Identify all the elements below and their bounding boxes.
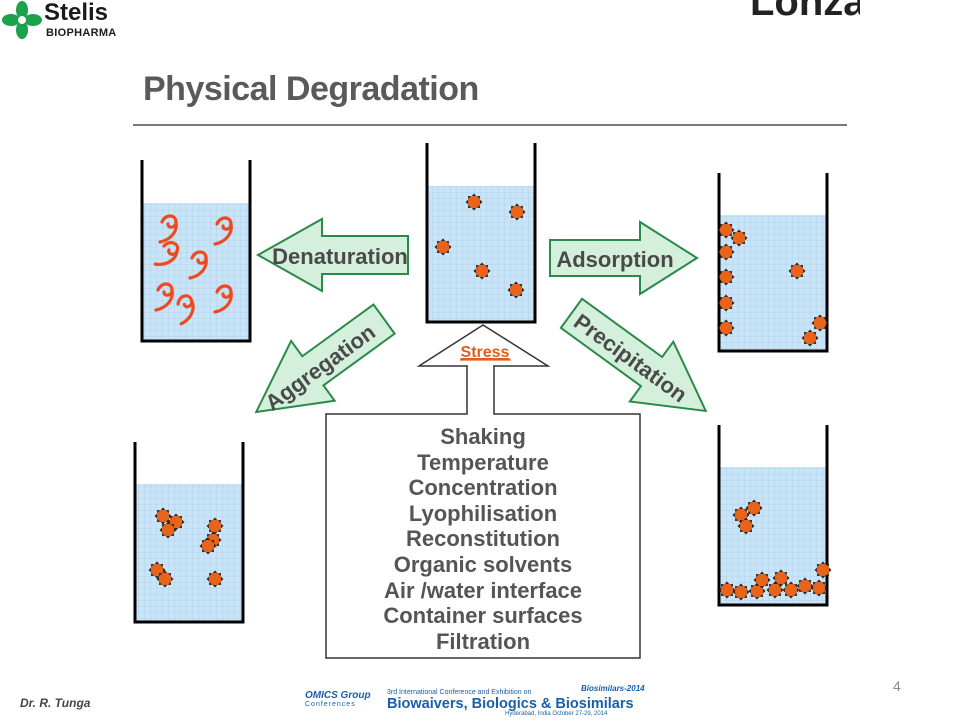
beaker-native [425,143,537,324]
stelis-leaf-icon [2,1,42,39]
watermark-text: Lonza [750,0,860,22]
title-divider [133,124,847,126]
beaker-aggregation [133,442,245,624]
banner-title: Biowaivers, Biologics & Biosimilars [387,696,634,712]
footer-author: Dr. R. Tunga [20,696,91,710]
denaturation-label: Denaturation [272,244,408,269]
logo-subtitle: BIOPHARMA [46,27,117,39]
stress-factor-item: Organic solvents [393,551,573,577]
banner-intro: 3rd International Conference and Exhibit… [387,689,532,696]
stress-factor-item: Shaking [440,424,526,449]
stress-factors-list: Shaking Temperature Concentration Lyophi… [330,424,636,654]
banner-group: OMICS Group Conferences [305,690,385,708]
stress-factor-item: Lyophilisation [408,500,558,526]
page-title: Physical Degradation [143,70,479,108]
logo-name: Stelis [44,0,109,26]
banner-tag: Biosimilars-2014 [581,684,645,693]
beaker-precipitation [717,425,832,607]
stress-pointer: Stress [325,324,641,659]
banner-group-sub: Conferences [305,701,356,708]
page-number: 4 [893,678,901,694]
arrow-denaturation: Denaturation [255,217,409,293]
stress-factor-item: Filtration [435,628,531,654]
banner-location: Hyderabad, India October 27-29, 2014 [505,711,608,717]
company-logo: Stelis BIOPHARMA [2,0,142,48]
stress-factor-item: Reconstitution [406,526,560,552]
stress-label: Stress [461,344,510,361]
stress-factor-item: Air /water interface [383,577,583,603]
header-watermark: Lonza [750,0,860,22]
arrow-adsorption: Adsorption [549,220,699,296]
stress-factor-item: Container surfaces [383,603,583,629]
stress-factor-item: Temperature [417,449,549,475]
adsorption-label: Adsorption [556,247,673,272]
stress-factor-item: Concentration [408,475,558,501]
banner-group-name: OMICS Group [305,690,371,701]
conference-banner: OMICS Group Conferences 3rd Internationa… [305,684,665,718]
beaker-adsorption [717,173,829,353]
beaker-denatured [140,160,252,343]
